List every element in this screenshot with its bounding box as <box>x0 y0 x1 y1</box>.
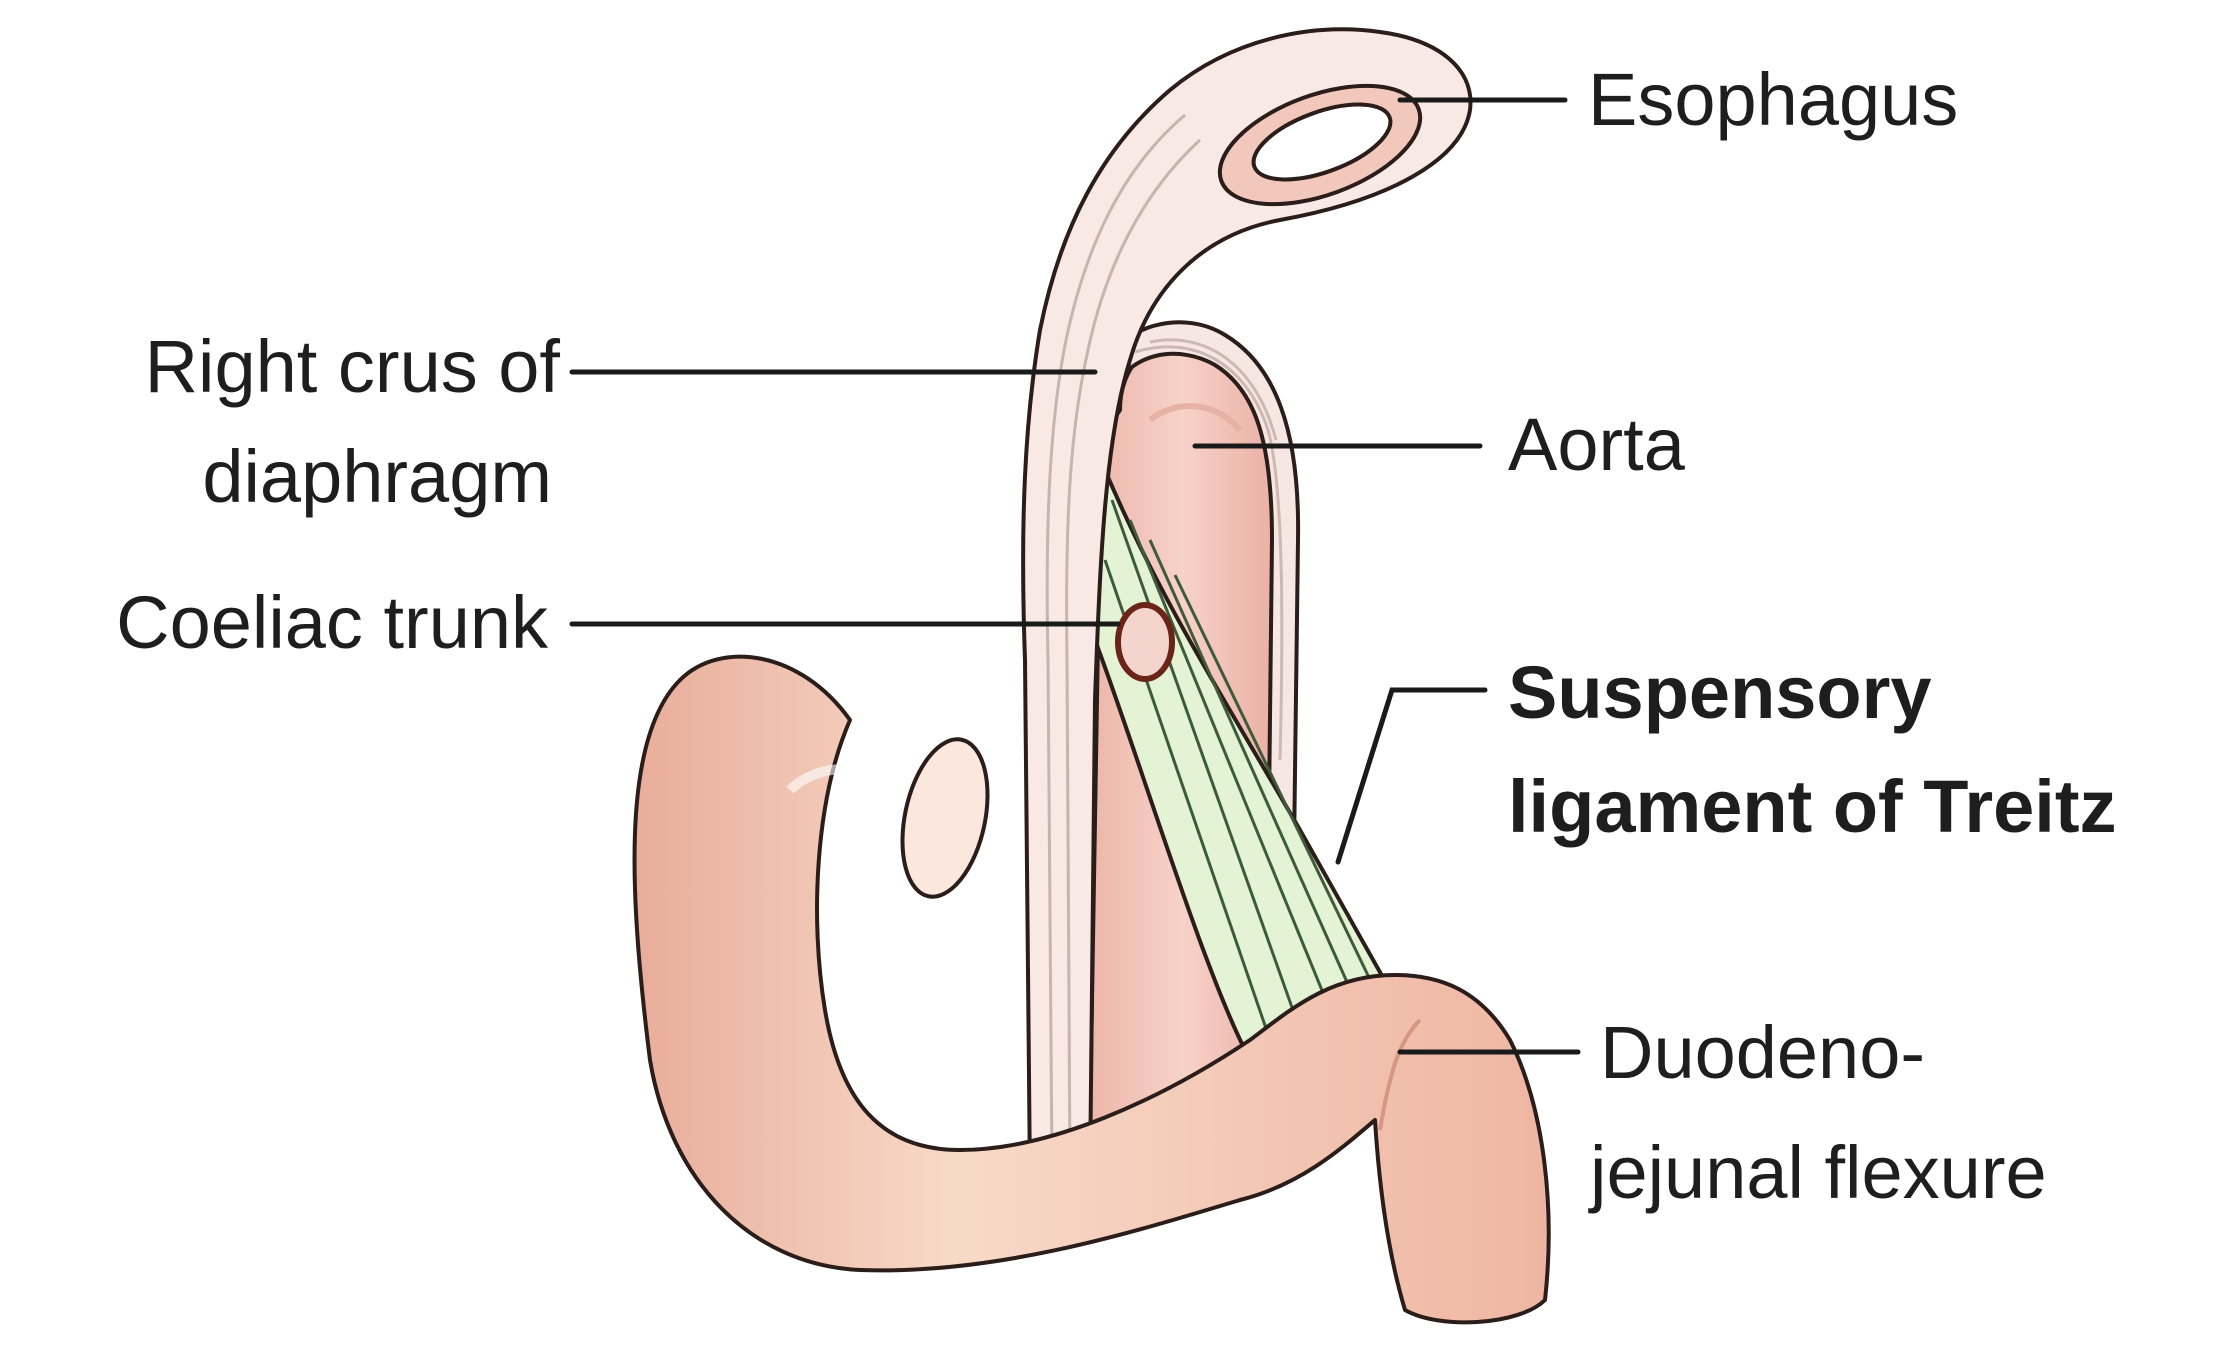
duodenum-shape <box>632 654 1551 1325</box>
label-dj-line2: jejunal flexure <box>1588 1131 2047 1214</box>
label-coeliac-trunk: Coeliac trunk <box>116 581 549 664</box>
esophagus-shape <box>1217 83 1423 207</box>
leader-lines <box>569 97 1581 1055</box>
label-ligament-line1: Suspensory <box>1508 651 1932 734</box>
label-dj-line1: Duodeno- <box>1600 1011 1925 1094</box>
coeliac-trunk-ring <box>1115 602 1175 682</box>
label-right-crus-line2: diaphragm <box>202 435 552 518</box>
leader-ligament <box>1335 687 1488 865</box>
label-ligament-line2: ligament of Treitz <box>1508 765 2117 848</box>
label-right-crus-line1: Right crus of <box>145 325 561 408</box>
right-crus-shape <box>1021 27 1473 1182</box>
label-aorta: Aorta <box>1508 403 1686 486</box>
label-esophagus: Esophagus <box>1588 58 1958 141</box>
